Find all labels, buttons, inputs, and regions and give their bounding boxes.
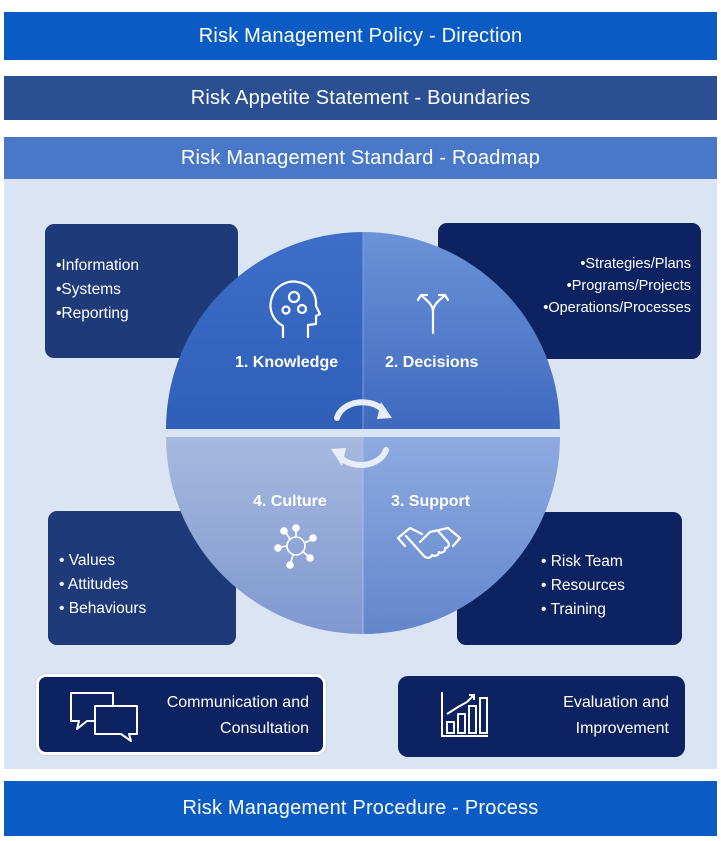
support-box: • Risk Team • Resources • Training — [457, 512, 682, 645]
quadrant-label-knowledge: 1. Knowledge — [235, 354, 339, 371]
decisions-list: •Strategies/Plans •Programs/Projects •Op… — [438, 253, 691, 319]
speech-bubbles-icon — [70, 692, 138, 742]
quadrant-label-decisions: 2. Decisions — [385, 354, 479, 371]
band-procedure: Risk Management Procedure - Process — [4, 781, 717, 836]
decisions-box: •Strategies/Plans •Programs/Projects •Op… — [438, 223, 701, 359]
knowledge-list: •Information •Systems •Reporting — [56, 254, 238, 326]
culture-list: • Values • Attitudes • Behaviours — [59, 549, 236, 621]
quadrant-label-culture: 4. Culture — [253, 493, 327, 510]
knowledge-item-systems: •Systems — [56, 281, 121, 298]
culture-box: • Values • Attitudes • Behaviours — [48, 511, 236, 645]
bar-chart-icon — [441, 692, 488, 737]
support-item-training: • Training — [541, 601, 606, 618]
decisions-item-strategies: •Strategies/Plans — [580, 256, 691, 272]
support-item-risk-team: • Risk Team — [541, 553, 623, 570]
culture-item-values: • Values — [59, 552, 115, 569]
band-standard: Risk Management Standard - Roadmap — [4, 137, 717, 179]
evaluation-label: Evaluation and Improvement — [563, 690, 669, 742]
knowledge-item-reporting: •Reporting — [56, 305, 129, 322]
culture-item-attitudes: • Attitudes — [59, 576, 129, 593]
knowledge-item-information: •Information — [56, 257, 139, 274]
support-list: • Risk Team • Resources • Training — [541, 550, 682, 622]
support-item-resources: • Resources — [541, 577, 625, 594]
decisions-item-operations: •Operations/Processes — [543, 300, 691, 316]
evaluation-line-2: Improvement — [575, 720, 669, 737]
band-policy: Risk Management Policy - Direction — [4, 12, 717, 60]
communication-line-2: Consultation — [220, 720, 309, 737]
communication-line-1: Communication and — [166, 694, 309, 711]
decisions-item-programs: •Programs/Projects — [566, 278, 691, 294]
evaluation-line-1: Evaluation and — [563, 694, 669, 711]
evaluation-box: Evaluation and Improvement — [398, 676, 685, 757]
culture-item-behaviours: • Behaviours — [59, 600, 147, 617]
communication-label: Communication and Consultation — [167, 690, 309, 742]
communication-box: Communication and Consultation — [36, 674, 326, 755]
knowledge-box: •Information •Systems •Reporting — [45, 224, 238, 358]
band-appetite: Risk Appetite Statement - Boundaries — [4, 76, 717, 120]
quadrant-label-support: 3. Support — [391, 493, 471, 510]
